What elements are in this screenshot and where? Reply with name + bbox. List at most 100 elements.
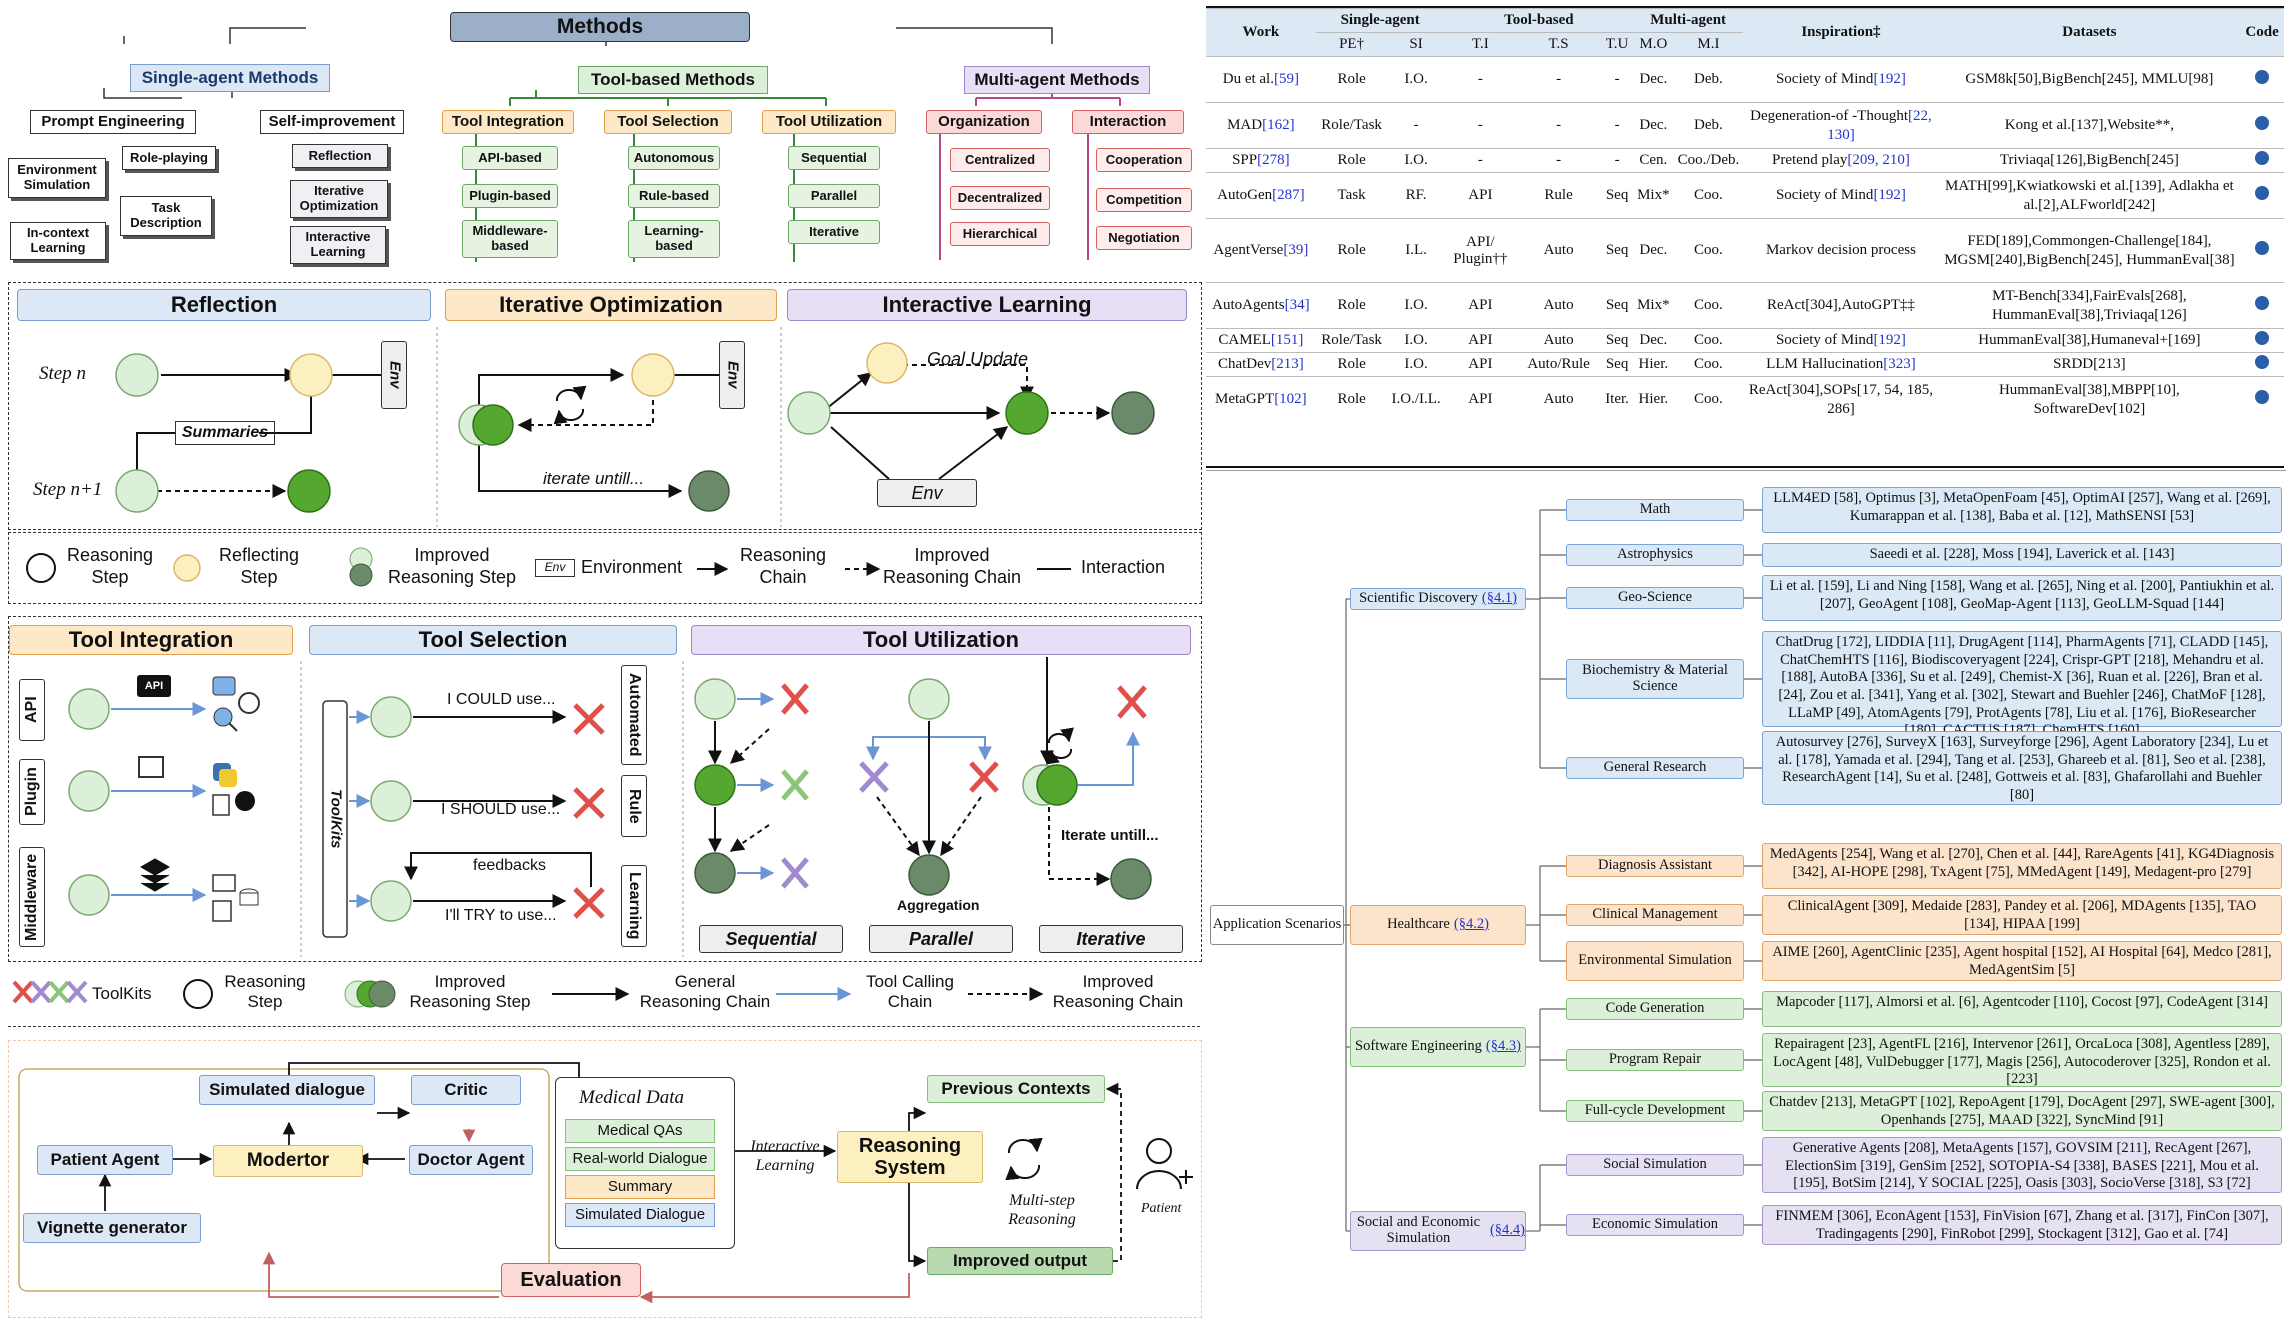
subcol-4: T.U bbox=[1601, 32, 1634, 57]
work-ref[interactable]: [213] bbox=[1271, 356, 1304, 372]
category-1-0: Diagnosis Assistant bbox=[1566, 855, 1744, 877]
legend-interaction: Interaction bbox=[1081, 557, 1166, 577]
ts-autonomous: Autonomous bbox=[628, 146, 720, 170]
github-icon[interactable] bbox=[2255, 186, 2270, 200]
category-3-1: Economic Simulation bbox=[1566, 1214, 1744, 1236]
work-ref[interactable]: [39] bbox=[1283, 242, 1309, 258]
code-cell bbox=[2240, 148, 2284, 173]
work-name[interactable]: ChatDev bbox=[1217, 356, 1272, 372]
cell-mi: Coo. bbox=[1673, 376, 1744, 423]
cell-work: ChatDev[213] bbox=[1206, 352, 1316, 377]
work-name[interactable]: MetaGPT bbox=[1215, 391, 1275, 408]
tool-integration-title: Tool Integration bbox=[9, 625, 293, 655]
cell-insp: Markov decision process bbox=[1743, 218, 1939, 283]
domain-ref[interactable]: (§4.4) bbox=[1489, 1222, 1525, 1239]
doctor-agent-node: Doctor Agent bbox=[409, 1145, 533, 1175]
category-leaf-1-2: AIME [260], AgentClinic [235], Agent hos… bbox=[1762, 941, 2282, 981]
tools-legend: ToolKits Reasoning Step Improved Reasoni… bbox=[8, 962, 1200, 1027]
category-leaf-0-4: Autosurvey [276], SurveyX [163], Surveyf… bbox=[1762, 731, 2282, 805]
calculator-icon bbox=[212, 794, 230, 816]
github-icon[interactable] bbox=[2255, 296, 2270, 310]
cell-ds: HummanEval[38],MBPP[10], SoftwareDev[102… bbox=[1938, 376, 2241, 423]
github-icon[interactable] bbox=[2255, 70, 2270, 84]
iterative-iterate-label: iterate untill... bbox=[543, 469, 645, 488]
prompt-engineering: Prompt Engineering bbox=[30, 110, 196, 134]
work-name[interactable]: CAMEL bbox=[1218, 332, 1271, 348]
inspiration-ref[interactable]: [209, 210] bbox=[1847, 152, 1910, 169]
github-icon[interactable] bbox=[2255, 355, 2270, 369]
category-0-2: Geo-Science bbox=[1566, 587, 1744, 609]
cell-pe: Role bbox=[1315, 56, 1388, 103]
mo-centralized: Centralized bbox=[950, 148, 1050, 172]
cell-work: AutoAgents[34] bbox=[1206, 282, 1316, 329]
github-icon[interactable] bbox=[2255, 241, 2270, 255]
inspiration-ref[interactable]: [22, 130] bbox=[1827, 107, 1932, 143]
inspiration-ref[interactable]: [192] bbox=[1873, 71, 1906, 88]
work-name[interactable]: MAD bbox=[1227, 117, 1263, 133]
toolkits-label: ToolKits bbox=[327, 789, 345, 849]
inspiration-text: Markov decision process bbox=[1765, 242, 1916, 259]
domain-label: Healthcare bbox=[1387, 916, 1450, 933]
legend2-general-chain: General Reasoning Chain bbox=[639, 972, 771, 1012]
ti-plugin-based: Plugin-based bbox=[462, 184, 558, 208]
medical-data-title: Medical Data bbox=[579, 1087, 685, 1108]
work-ref[interactable]: [102] bbox=[1274, 391, 1307, 408]
code-cell bbox=[2240, 282, 2284, 329]
tool-integration-plugin-row: Plugin bbox=[19, 759, 45, 825]
domain-ref[interactable]: (§4.1) bbox=[1481, 590, 1517, 607]
github-icon[interactable] bbox=[2255, 151, 2270, 165]
category-0-3: Biochemistry & Material Science bbox=[1566, 659, 1744, 699]
work-name[interactable]: SPP bbox=[1232, 152, 1258, 168]
subcol-6: M.I bbox=[1673, 32, 1744, 57]
legend-reflecting-step: Reflecting Step bbox=[218, 545, 300, 587]
methods-title: Methods bbox=[450, 12, 750, 42]
category-0-1: Astrophysics bbox=[1566, 544, 1744, 566]
reflection-env: Env bbox=[381, 341, 407, 409]
utilization-iterate: Iterate untill... bbox=[1061, 827, 1159, 844]
work-name[interactable]: AutoAgents bbox=[1212, 297, 1285, 313]
legend2-improved-chain: Improved Reasoning Chain bbox=[1052, 972, 1184, 1012]
work-ref[interactable]: [59] bbox=[1273, 71, 1299, 87]
ts-rule-based: Rule-based bbox=[628, 184, 720, 208]
cell-ds: HummanEval[38],Humaneval+[169] bbox=[1938, 328, 2241, 353]
cell-mo: Cen. bbox=[1633, 148, 1674, 173]
cell-mo: Dec. bbox=[1633, 102, 1674, 149]
simulated-dialogue-item: Simulated Dialogue bbox=[565, 1203, 715, 1227]
inspiration-ref[interactable]: [192] bbox=[1873, 332, 1906, 349]
cell-ts: Auto bbox=[1516, 376, 1602, 423]
inspiration-text: Society of Mind bbox=[1775, 187, 1874, 204]
tool-utilization-title: Tool Utilization bbox=[691, 625, 1191, 655]
work-ref[interactable]: [162] bbox=[1262, 117, 1295, 133]
github-icon[interactable] bbox=[2255, 116, 2270, 130]
tools-panel: Tool Integration Tool Selection Tool Uti… bbox=[8, 616, 1202, 962]
work-ref[interactable]: [278] bbox=[1257, 152, 1290, 168]
mo-decentralized: Decentralized bbox=[950, 186, 1050, 210]
github-icon[interactable] bbox=[2255, 390, 2270, 405]
iterative-env: Env bbox=[719, 341, 745, 409]
work-ref[interactable]: [34] bbox=[1284, 297, 1310, 313]
work-ref[interactable]: [287] bbox=[1272, 187, 1305, 203]
puzzle-icon bbox=[138, 756, 164, 778]
github-icon[interactable] bbox=[2255, 331, 2270, 345]
cell-mi: Deb. bbox=[1673, 56, 1744, 103]
work-name[interactable]: AgentVerse bbox=[1213, 242, 1284, 258]
cell-ti: API bbox=[1444, 352, 1517, 377]
cell-mo: Dec. bbox=[1633, 218, 1674, 283]
domain-ref[interactable]: (§4.2) bbox=[1453, 916, 1489, 933]
work-ref[interactable]: [151] bbox=[1270, 332, 1304, 348]
work-name[interactable]: Du et al. bbox=[1222, 71, 1274, 87]
ti-api-based: API-based bbox=[462, 146, 558, 170]
inspiration-ref[interactable]: [192] bbox=[1873, 187, 1906, 204]
interactive-learning-label: Interactive Learning bbox=[750, 1138, 820, 1175]
inspiration-ref[interactable]: [323] bbox=[1883, 356, 1916, 373]
layers-icon bbox=[139, 858, 171, 892]
domain-ref[interactable]: (§4.3) bbox=[1485, 1038, 1521, 1055]
cell-mo: Mix* bbox=[1633, 172, 1674, 219]
cell-mi: Coo./Deb. bbox=[1673, 148, 1744, 173]
work-name[interactable]: AutoGen bbox=[1217, 187, 1273, 203]
subcol-2: T.I bbox=[1444, 32, 1517, 57]
simulated-dialogue-node: Simulated dialogue bbox=[199, 1075, 375, 1105]
pe-role-playing: Role-playing bbox=[122, 146, 216, 170]
modertor-node: Modertor bbox=[213, 1145, 363, 1177]
